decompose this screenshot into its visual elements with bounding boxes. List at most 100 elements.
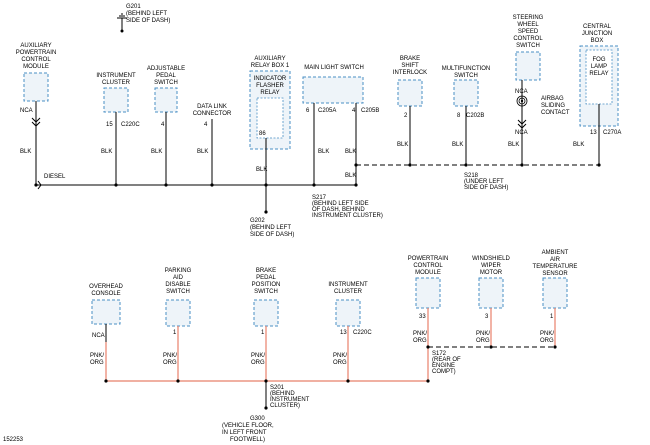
svg-text:AUXILIARY: AUXILIARY	[254, 56, 285, 62]
svg-text:MAIN LIGHT SWITCH: MAIN LIGHT SWITCH	[304, 65, 364, 71]
svg-text:INSTRUMENT CLUSTER): INSTRUMENT CLUSTER)	[312, 213, 383, 219]
svg-text:ADJUSTABLE: ADJUSTABLE	[147, 66, 185, 72]
svg-text:INSTRUMENT: INSTRUMENT	[328, 282, 368, 288]
svg-text:COMPT): COMPT)	[432, 369, 456, 375]
svg-text:C220C: C220C	[353, 330, 372, 336]
central-junction-box: CENTRAL JUNCTION BOX FOG LAMP RELAY 13 C…	[573, 24, 621, 165]
svg-text:DATA LINK: DATA LINK	[197, 104, 227, 110]
svg-text:BLK: BLK	[345, 173, 356, 179]
svg-text:AUXILIARY: AUXILIARY	[20, 43, 51, 49]
svg-text:DISABLE: DISABLE	[165, 282, 190, 288]
g201-ground: G201 (BEHIND LEFT SIDE OF DASH)	[117, 4, 170, 33]
svg-text:BLK: BLK	[197, 149, 208, 155]
svg-text:NCA: NCA	[92, 333, 105, 339]
svg-text:33: 33	[419, 314, 426, 320]
svg-text:ORG: ORG	[476, 338, 490, 344]
svg-text:ORG: ORG	[251, 360, 265, 366]
svg-text:S172: S172	[432, 351, 447, 357]
svg-text:MODULE: MODULE	[415, 270, 441, 276]
svg-text:BOX: BOX	[591, 38, 604, 44]
svg-text:POSITION: POSITION	[252, 282, 281, 288]
svg-text:STEERING: STEERING	[513, 15, 544, 21]
powertrain-control-module: POWERTRAIN CONTROL MODULE 33 PNK/ ORG	[408, 256, 449, 381]
svg-text:CENTRAL: CENTRAL	[583, 24, 612, 30]
instrument-cluster-top: INSTRUMENT CLUSTER 15 C220C BLK	[96, 73, 140, 185]
svg-text:AID: AID	[173, 275, 184, 281]
svg-text:INSTRUMENT: INSTRUMENT	[270, 397, 310, 403]
g202-ground: G202 (BEHIND LEFT SIDE OF DASH)	[250, 185, 294, 238]
ambient-air-temp-sensor: AMBIENT AIR TEMPERATURE SENSOR 1 PNK/ OR…	[533, 250, 578, 347]
svg-text:PEDAL: PEDAL	[256, 275, 276, 281]
svg-text:(REAR OF: (REAR OF	[432, 357, 461, 363]
svg-text:CLUSTER: CLUSTER	[334, 289, 363, 295]
svg-text:1: 1	[261, 330, 265, 336]
svg-text:SLIDING: SLIDING	[541, 103, 565, 109]
svg-text:(BEHIND LEFT SIDE: (BEHIND LEFT SIDE	[312, 201, 369, 207]
svg-text:PNK/: PNK/	[333, 353, 347, 359]
diagram-id: 152253	[3, 437, 24, 443]
svg-text:PEDAL: PEDAL	[156, 73, 176, 79]
svg-text:SWITCH: SWITCH	[254, 289, 278, 295]
g201-loc-2: SIDE OF DASH)	[126, 18, 170, 24]
svg-text:(VEHICLE FLOOR,: (VEHICLE FLOOR,	[222, 423, 274, 429]
svg-text:SWITCH: SWITCH	[516, 43, 540, 49]
svg-text:OVERHEAD: OVERHEAD	[89, 284, 123, 290]
svg-text:S217: S217	[312, 195, 327, 201]
svg-text:BLK: BLK	[256, 167, 267, 173]
svg-text:BLK: BLK	[452, 142, 463, 148]
svg-text:PNK/: PNK/	[476, 331, 490, 337]
g201-label: G201	[126, 4, 141, 10]
svg-text:ORG: ORG	[163, 360, 177, 366]
svg-text:15: 15	[106, 122, 113, 128]
svg-text:WINDSHIELD: WINDSHIELD	[472, 256, 510, 262]
s201-splice: S201 (BEHIND INSTRUMENT CLUSTER)	[270, 385, 310, 409]
g300-ground: G300 (VEHICLE FLOOR, IN LEFT FRONT FOOTW…	[222, 416, 274, 443]
svg-text:POWERTRAIN: POWERTRAIN	[408, 256, 449, 262]
svg-text:PNK/: PNK/	[251, 353, 265, 359]
parking-aid-disable-switch: PARKING AID DISABLE SWITCH 1 PNK/ ORG	[163, 268, 192, 381]
svg-text:RELAY: RELAY	[260, 90, 279, 96]
svg-text:6: 6	[306, 108, 310, 114]
svg-text:CONSOLE: CONSOLE	[91, 291, 120, 297]
svg-text:AIR: AIR	[550, 257, 561, 263]
svg-text:C205A: C205A	[318, 108, 336, 114]
svg-text:NCA: NCA	[20, 108, 33, 114]
s218-splice: S218 (UNDER LEFT SIDE OF DASH)	[464, 173, 508, 191]
svg-text:1: 1	[550, 314, 554, 320]
brake-pedal-position-switch: BRAKE PEDAL POSITION SWITCH 1 PNK/ ORG	[251, 268, 280, 381]
svg-text:86: 86	[259, 131, 266, 137]
top-bus: DIESEL	[34, 163, 601, 190]
svg-text:BLK: BLK	[318, 149, 329, 155]
svg-text:BLK: BLK	[508, 142, 519, 148]
svg-text:G202: G202	[250, 218, 265, 224]
svg-text:SENSOR: SENSOR	[542, 271, 568, 277]
brake-shift-interlock: BRAKE SHIFT INTERLOCK 2 BLK	[393, 56, 427, 165]
svg-text:BLK: BLK	[397, 142, 408, 148]
svg-text:FLASHER: FLASHER	[256, 83, 284, 89]
svg-text:CONTROL: CONTROL	[513, 36, 543, 42]
svg-text:IN LEFT FRONT: IN LEFT FRONT	[222, 430, 267, 436]
svg-text:WHEEL: WHEEL	[517, 22, 539, 28]
svg-text:PNK/: PNK/	[540, 331, 554, 337]
svg-text:C205B: C205B	[361, 108, 379, 114]
svg-text:3: 3	[485, 314, 489, 320]
svg-text:1: 1	[173, 330, 177, 336]
svg-text:MULTIFUNCTION: MULTIFUNCTION	[442, 66, 491, 72]
svg-text:BLK: BLK	[345, 149, 356, 155]
svg-text:8: 8	[457, 113, 461, 119]
svg-text:G300: G300	[250, 416, 265, 422]
adjustable-pedal-switch: ADJUSTABLE PEDAL SWITCH 4 BLK	[147, 66, 185, 185]
svg-text:AIRBAG: AIRBAG	[541, 96, 564, 102]
diesel-label: DIESEL	[44, 174, 66, 180]
svg-text:FOOTWELL): FOOTWELL)	[230, 437, 265, 443]
svg-text:TEMPERATURE: TEMPERATURE	[533, 264, 578, 270]
svg-text:CONTROL: CONTROL	[21, 57, 51, 63]
svg-text:4: 4	[352, 108, 356, 114]
aux-relay-box: AUXILIARY RELAY BOX 1 INDICATOR FLASHER …	[249, 56, 291, 212]
svg-text:AMBIENT: AMBIENT	[542, 250, 569, 256]
aux-pcm-component: AUXILIARY POWERTRAIN CONTROL MODULE NCA …	[16, 43, 56, 185]
svg-text:ENGINE: ENGINE	[432, 363, 455, 369]
svg-text:(UNDER LEFT: (UNDER LEFT	[464, 179, 504, 185]
svg-text:SWITCH: SWITCH	[454, 73, 478, 79]
svg-text:S201: S201	[270, 385, 285, 391]
